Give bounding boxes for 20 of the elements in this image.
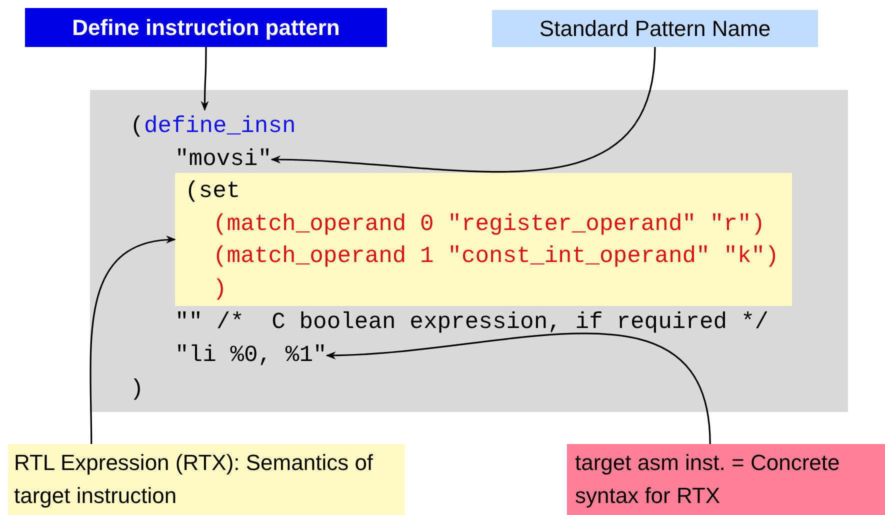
arrow [200, 47, 209, 111]
code-line: (match_operand 0 "register_operand" "r") [213, 210, 766, 238]
code-line: (set [185, 177, 240, 206]
arrow [90, 236, 176, 444]
code-panel [90, 90, 848, 412]
arrow [270, 46, 656, 173]
code-keyword: define_insn [144, 110, 296, 143]
code-text: ) [130, 375, 144, 404]
highlight-box [175, 173, 792, 306]
code-line: (match_operand 1 "const_int_operand" "k") [213, 242, 779, 271]
note-box: target asm inst. = Concrete syntax for RTX [567, 444, 885, 515]
code-line: ) [213, 274, 227, 304]
label-box: Standard Pattern Name [492, 10, 818, 47]
code-comment: "" /* C boolean expression, if required */ [175, 308, 768, 337]
code-text: ( [130, 112, 144, 141]
note-box: RTL Expression (RTX): Semantics of target instruction [8, 444, 405, 515]
code-string: "li %0, %1" [175, 339, 327, 372]
code-string: "movsi" [175, 143, 272, 176]
arrow [326, 332, 711, 444]
title-box: Define instruction pattern [25, 8, 387, 47]
